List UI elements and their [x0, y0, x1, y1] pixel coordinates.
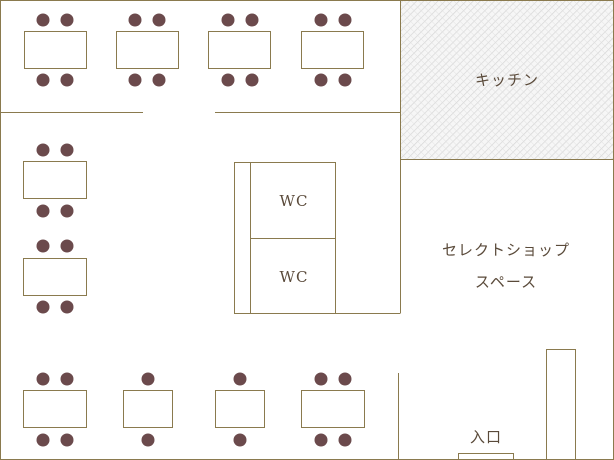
chair — [314, 433, 328, 447]
table — [23, 161, 87, 199]
table-group-top-1 — [24, 13, 87, 87]
entrance-mat — [458, 453, 514, 460]
table — [123, 390, 173, 428]
wc-block — [234, 162, 401, 314]
chair — [60, 73, 74, 87]
table-group-left-1 — [23, 143, 87, 218]
table-group-top-3 — [208, 13, 271, 87]
shop-label-line2: スペース — [475, 273, 537, 291]
chair — [36, 143, 50, 157]
table-group-left-2 — [23, 239, 87, 314]
table — [23, 258, 87, 296]
chair — [128, 13, 142, 27]
chair — [60, 433, 74, 447]
chair — [36, 73, 50, 87]
chair — [152, 13, 166, 27]
kitchen-area-crosshatch — [401, 1, 613, 159]
chair — [338, 13, 352, 27]
chair — [314, 73, 328, 87]
chair — [60, 143, 74, 157]
table — [301, 31, 364, 69]
chair — [36, 13, 50, 27]
chair — [36, 433, 50, 447]
chair — [245, 13, 259, 27]
wc-lower-label: WC — [280, 268, 309, 286]
chair — [60, 204, 74, 218]
chair — [141, 433, 155, 447]
chair — [221, 13, 235, 27]
table-group-bottom-3 — [215, 372, 265, 447]
shop-label-line1: セレクトショップ — [442, 241, 570, 259]
chair — [338, 372, 352, 386]
table-group-bottom-1 — [23, 372, 87, 447]
table — [215, 390, 265, 428]
chair — [128, 73, 142, 87]
chair — [60, 300, 74, 314]
table-group-bottom-4 — [301, 372, 365, 447]
chair — [314, 13, 328, 27]
chair — [233, 372, 247, 386]
table — [301, 390, 365, 428]
counter — [546, 349, 576, 460]
chair — [338, 433, 352, 447]
chair — [314, 372, 328, 386]
chair — [152, 73, 166, 87]
chair — [338, 73, 352, 87]
chair — [36, 372, 50, 386]
kitchen-label: キッチン — [475, 71, 539, 89]
chair — [245, 73, 259, 87]
table — [208, 31, 271, 69]
chair — [36, 300, 50, 314]
chair — [60, 13, 74, 27]
table-group-top-2 — [116, 13, 179, 87]
table — [24, 31, 87, 69]
chair — [60, 239, 74, 253]
chair — [36, 239, 50, 253]
table — [116, 31, 179, 69]
entrance-label: 入口 — [470, 428, 502, 446]
chair — [221, 73, 235, 87]
wc-upper-label: WC — [280, 192, 309, 210]
table — [23, 390, 87, 428]
chair — [233, 433, 247, 447]
table-group-bottom-2 — [123, 372, 173, 447]
chair — [141, 372, 155, 386]
chair — [60, 372, 74, 386]
chair — [36, 204, 50, 218]
table-group-top-4 — [301, 13, 364, 87]
